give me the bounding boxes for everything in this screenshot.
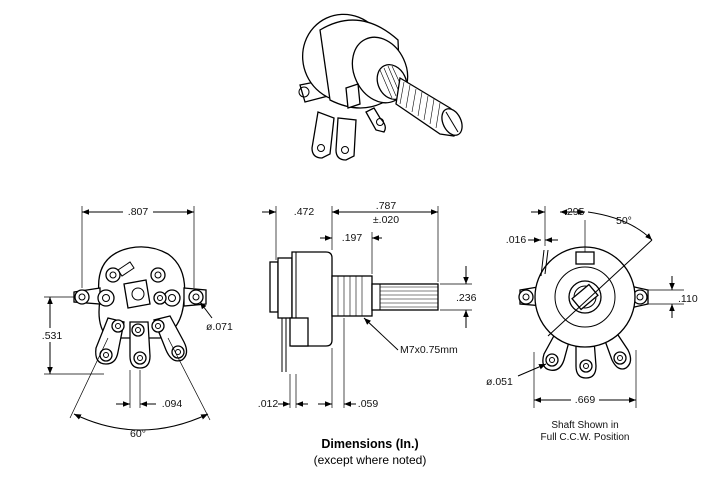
rear-flat-label: .110	[678, 293, 698, 305]
side-bushing-label: .197	[342, 232, 363, 244]
front-angle-label: 60°	[130, 428, 146, 440]
side-thread-label: M7x0.75mm	[400, 344, 458, 356]
rear-width-label: .669	[575, 394, 596, 406]
front-spacing-label: .094	[162, 398, 183, 410]
rear-view: 50° .295 .016 .110 ø.051 .669 Shaft Show…	[486, 206, 698, 443]
rear-angle-label: 50°	[616, 215, 632, 227]
caption-title: Dimensions (In.)	[321, 437, 418, 451]
side-shaft-dia-label: .236	[456, 292, 477, 304]
front-hole-label: ø.071	[206, 321, 233, 333]
side-view: .472 .787 ±.020 .197 .236 M7x0.75mm .012	[258, 198, 477, 410]
rear-offset-label: .295	[564, 206, 585, 218]
rear-note-line2: Full C.C.W. Position	[541, 432, 630, 443]
side-terminal-thickness-label: .012	[258, 398, 279, 410]
rear-hole-label: ø.051	[486, 376, 513, 388]
side-shaft-tolerance-label: ±.020	[373, 214, 399, 226]
front-height-label: .531	[42, 330, 63, 342]
side-depth-label: .472	[294, 206, 315, 218]
rear-tab-label: .016	[506, 234, 527, 246]
side-shaft-length-label: .787	[376, 200, 397, 212]
side-flange-label: .059	[358, 398, 379, 410]
rear-note-line1: Shaft Shown in	[551, 420, 618, 431]
front-width-label: .807	[128, 206, 149, 218]
front-view: .807 .531 ø.071 .094 60°	[38, 204, 233, 440]
caption-subtitle: (except where noted)	[314, 453, 427, 467]
isometric-view	[298, 13, 463, 161]
